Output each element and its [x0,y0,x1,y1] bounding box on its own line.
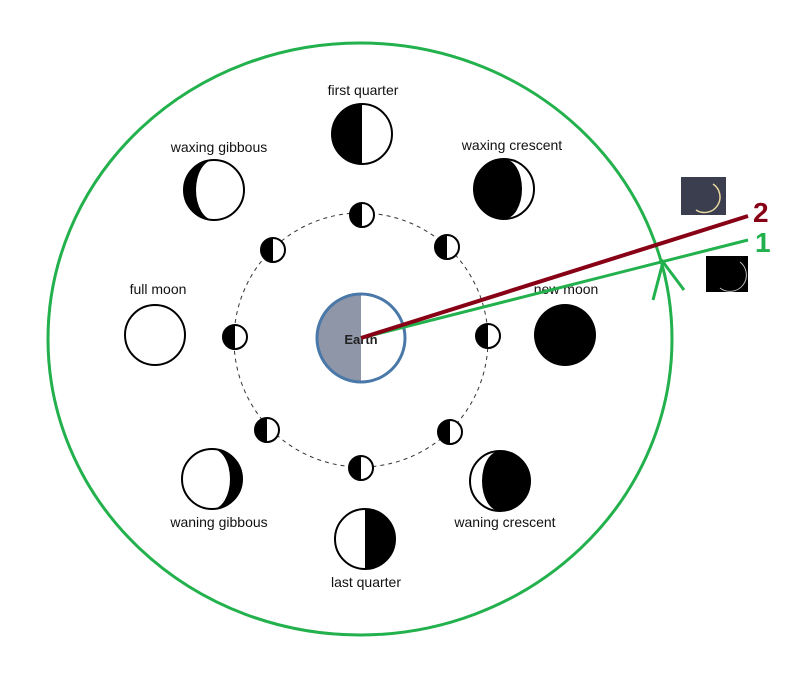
small-moons [222,202,501,481]
marker-1: 1 [755,227,771,258]
label-first-quarter: first quarter [328,82,399,98]
small-moon [348,455,374,481]
moon-first-quarter [331,103,393,165]
crescent-photo-2 [681,177,726,215]
small-moon [349,202,375,228]
small-moon [475,323,501,349]
line-1 [360,238,749,340]
small-moon [434,234,460,260]
moon-waning-crescent [469,450,531,512]
label-last-quarter: last quarter [331,574,401,590]
moon-waxing-crescent [473,158,535,220]
marker-2: 2 [753,197,769,228]
line-2 [360,214,749,340]
moon-new [534,304,596,366]
label-waxing-crescent: waxing crescent [461,137,562,153]
label-new-moon: new moon [534,281,599,297]
moon-waning-gibbous [181,448,243,510]
crescent-photo-1 [706,256,748,292]
label-waxing-gibbous: waxing gibbous [170,139,268,155]
small-moon [260,237,286,263]
moon-last-quarter [334,508,396,570]
moon-full [124,304,186,366]
small-moon [222,324,248,350]
small-moon [254,417,280,443]
outer-green-orbit [46,41,674,637]
small-moon [437,419,463,445]
moon-waxing-gibbous [183,159,245,221]
label-waning-crescent: waning crescent [453,514,555,530]
label-waning-gibbous: waning gibbous [169,514,267,530]
arrow-up-icon [651,258,686,301]
label-full-moon: full moon [130,281,187,297]
